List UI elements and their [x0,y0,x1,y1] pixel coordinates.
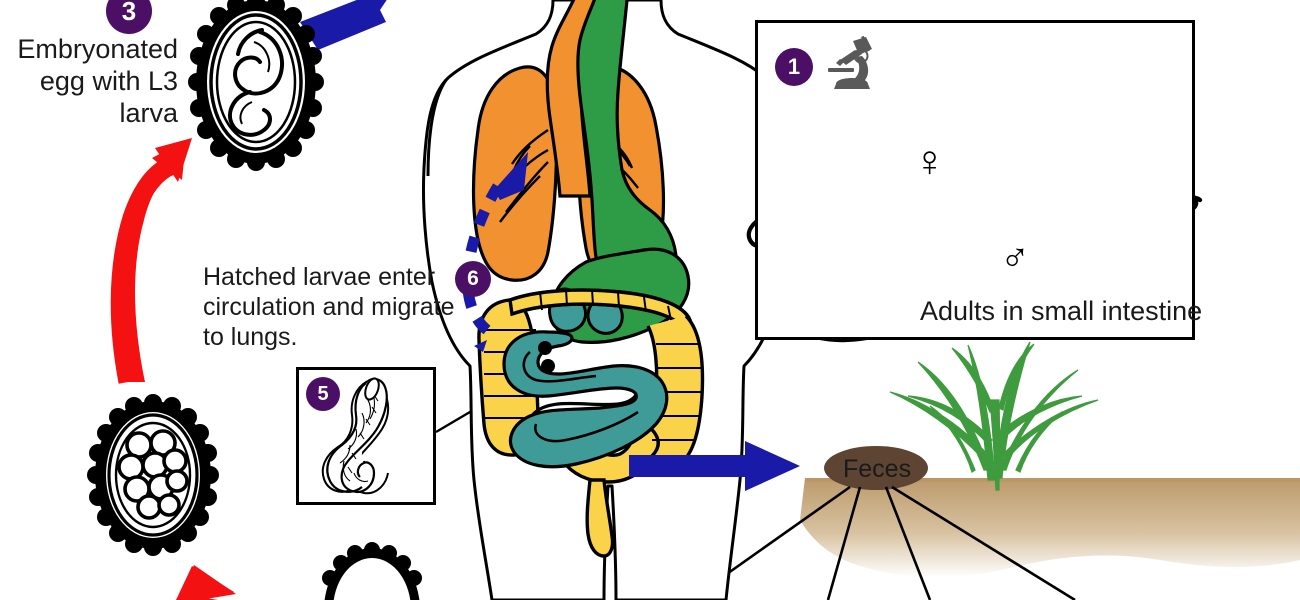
step-badge-1[interactable]: 1 [775,48,813,86]
red-arrow-up-left[interactable] [110,138,192,384]
blue-arrow-to-feces[interactable] [629,441,800,491]
blue-arrow-top[interactable] [300,0,396,50]
hatched-line-2: circulation and migrate [203,293,455,321]
embryonated-egg-illustration [188,0,324,171]
embryonated-line-3: larva [119,97,178,128]
grass-clump [889,341,1099,491]
embryonated-line-2: egg with L3 [39,65,178,96]
step-badge-6[interactable]: 6 [455,261,491,297]
red-arrow-bottom-left[interactable] [176,565,236,600]
partial-egg-bottom [322,542,422,600]
panel-adults-in-small-intestine [755,20,1195,340]
microscope-icon [828,36,872,89]
label-hatched-larvae: Hatched larvae enter circulation and mig… [203,262,458,352]
label-feces: Feces [843,455,912,483]
larva-illustration [321,377,390,495]
hatched-line-1: Hatched larvae enter [203,263,436,291]
label-adults-in-small-intestine: Adults in small intestine [920,296,1203,326]
small-intestine [502,330,669,469]
egg-with-cells-illustration [87,394,219,556]
step-badge-5[interactable]: 5 [306,377,340,411]
label-embryonated-egg: Embryonated egg with L3 larva [8,34,178,130]
feces-pile [824,446,928,490]
female-symbol-icon: ♀ [913,137,946,186]
hatched-line-3: to lungs. [203,323,298,351]
soil-mound [800,478,1300,578]
male-symbol-icon: ♂ [1000,236,1030,280]
embryonated-line-1: Embryonated [17,34,178,64]
